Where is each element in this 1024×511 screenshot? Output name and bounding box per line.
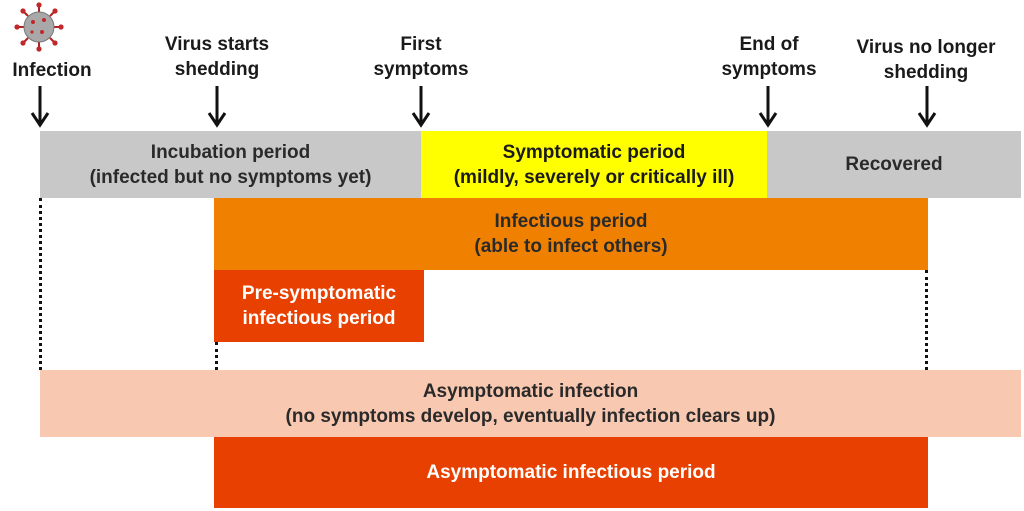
symptomatic-period-sublabel: (mildly, severely or critically ill)	[453, 166, 735, 188]
milestone-end-symptoms: End of symptoms	[698, 32, 840, 82]
down-arrow-icon	[917, 86, 937, 128]
presymptomatic-period-label: Pre-symptomatic	[241, 283, 397, 304]
milestone-shedding-start: Virus starts shedding	[136, 32, 298, 82]
symptomatic-period-bar: Symptomatic period (mildly, severely or …	[421, 131, 767, 198]
asymptomatic-infection-label: Asymptomatic infection	[422, 380, 639, 402]
incubation-period-bar: Incubation period (infected but no sympt…	[40, 131, 421, 198]
milestone-label-line: End of	[739, 34, 799, 55]
coronavirus-icon	[14, 2, 64, 52]
milestone-label-line: symptoms	[373, 59, 469, 80]
down-arrow-icon	[411, 86, 431, 128]
milestone-label-line: Virus no longer	[856, 37, 996, 58]
guide-line-infection	[39, 198, 42, 370]
presymptomatic-period-bar: Pre-symptomatic infectious period	[214, 270, 424, 342]
recovered-bar: Recovered	[767, 131, 1021, 198]
milestone-infection: Infection	[2, 58, 102, 83]
guide-line-shedding-start	[215, 342, 218, 370]
down-arrow-icon	[30, 86, 50, 128]
recovered-label: Recovered	[845, 154, 943, 175]
milestone-label-line: symptoms	[721, 59, 817, 80]
infectious-period-sublabel: (able to infect others)	[474, 236, 668, 257]
infectious-period-label: Infectious period	[494, 211, 648, 232]
down-arrow-icon	[758, 86, 778, 128]
milestone-first-symptoms: First symptoms	[350, 32, 492, 82]
presymptomatic-period-sublabel: infectious period	[242, 308, 396, 329]
milestone-label-line: Virus starts	[164, 34, 270, 55]
symptomatic-period-label: Symptomatic period	[502, 141, 686, 163]
infectious-period-bar: Infectious period (able to infect others…	[214, 198, 928, 270]
milestone-shedding-end: Virus no longer shedding	[826, 35, 1024, 85]
incubation-period-label: Incubation period	[150, 141, 311, 163]
asymptomatic-infection-bar: Asymptomatic infection (no symptoms deve…	[40, 370, 1021, 437]
asymptomatic-infectious-period-bar: Asymptomatic infectious period	[214, 437, 928, 508]
milestone-label-line: Infection	[12, 60, 92, 81]
asymptomatic-infectious-period-label: Asymptomatic infectious period	[426, 462, 716, 483]
incubation-period-sublabel: (infected but no symptoms yet)	[89, 166, 372, 188]
milestone-label-line: shedding	[174, 59, 260, 80]
asymptomatic-infection-sublabel: (no symptoms develop, eventually infecti…	[285, 405, 776, 427]
down-arrow-icon	[207, 86, 227, 128]
milestone-label-line: shedding	[883, 62, 969, 83]
milestone-label-line: First	[400, 34, 442, 55]
guide-line-shedding-end	[925, 270, 928, 370]
